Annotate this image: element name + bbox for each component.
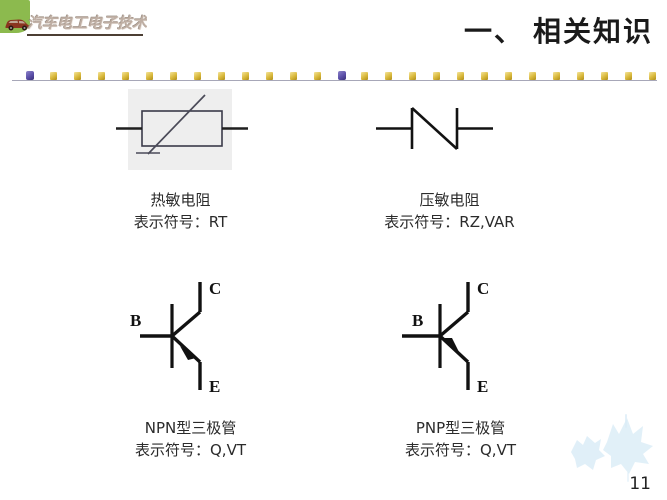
pnp-transistor-designator: 表示符号：Q,VT (405, 440, 516, 459)
logo-underline (27, 34, 143, 36)
divider-bead (97, 72, 105, 80)
varistor-designator: 表示符号：RZ,VAR (384, 212, 515, 231)
divider-bead (121, 72, 129, 80)
npn-transistor-caption: NPN型三极管 表示符号：Q,VT (108, 418, 273, 462)
pnp-transistor-caption: PNP型三极管 表示符号：Q,VT (378, 418, 543, 462)
thermistor-symbol-icon (108, 86, 253, 186)
varistor-name: 压敏电阻 (419, 191, 480, 209)
divider-bead (361, 72, 369, 80)
varistor-caption: 压敏电阻 表示符号：RZ,VAR (362, 190, 537, 234)
divider-line (12, 80, 657, 81)
svg-text:E: E (477, 377, 488, 396)
divider-bead (601, 72, 609, 80)
svg-text:E: E (209, 377, 220, 396)
divider-bead (145, 72, 153, 80)
npn-transistor-symbol-icon: C E B (130, 276, 240, 401)
divider-bead (289, 72, 297, 80)
divider-bead (529, 72, 537, 80)
maple-leaf-watermark (563, 412, 659, 482)
thermistor-designator: 表示符号：RT (133, 212, 228, 231)
page-number: 11 (629, 474, 651, 494)
component-pnp-transistor: C E B (398, 276, 508, 396)
divider-bead (553, 72, 561, 80)
pnp-transistor-name: PNP型三极管 (415, 419, 506, 437)
divider-bead (241, 72, 249, 80)
svg-text:C: C (209, 279, 221, 298)
divider-bead (49, 72, 57, 80)
component-npn-transistor: C E B (130, 276, 240, 396)
page-title: 一、 相关知识 (463, 17, 653, 48)
npn-transistor-designator: 表示符号：Q,VT (135, 440, 246, 459)
bead-divider (12, 71, 657, 83)
divider-bead (409, 72, 417, 80)
component-thermistor (108, 86, 253, 181)
divider-bead (26, 71, 34, 80)
divider-bead (193, 72, 201, 80)
divider-bead (649, 72, 656, 80)
divider-bead (433, 72, 441, 80)
pnp-transistor-symbol-icon: C E B (398, 276, 508, 401)
divider-bead (73, 72, 81, 80)
svg-text:C: C (477, 279, 489, 298)
divider-bead (481, 72, 489, 80)
divider-bead (169, 72, 177, 80)
varistor-symbol-icon (362, 86, 507, 186)
car-icon (4, 17, 30, 31)
divider-bead (265, 72, 273, 80)
divider-bead (577, 72, 585, 80)
divider-bead (505, 72, 513, 80)
divider-bead (457, 72, 465, 80)
divider-bead (337, 71, 346, 80)
svg-text:B: B (130, 311, 141, 330)
svg-text:B: B (412, 311, 423, 330)
logo-wordmark: 汽车电工电子技术 (27, 16, 147, 32)
divider-bead (217, 72, 225, 80)
divider-bead (313, 72, 321, 80)
thermistor-panel-background (128, 89, 232, 170)
component-varistor (362, 86, 507, 181)
thermistor-caption: 热敏电阻 表示符号：RT (108, 190, 253, 234)
npn-transistor-name: NPN型三极管 (144, 419, 237, 437)
divider-bead (385, 72, 393, 80)
thermistor-name: 热敏电阻 (150, 191, 211, 209)
divider-bead (625, 72, 633, 80)
